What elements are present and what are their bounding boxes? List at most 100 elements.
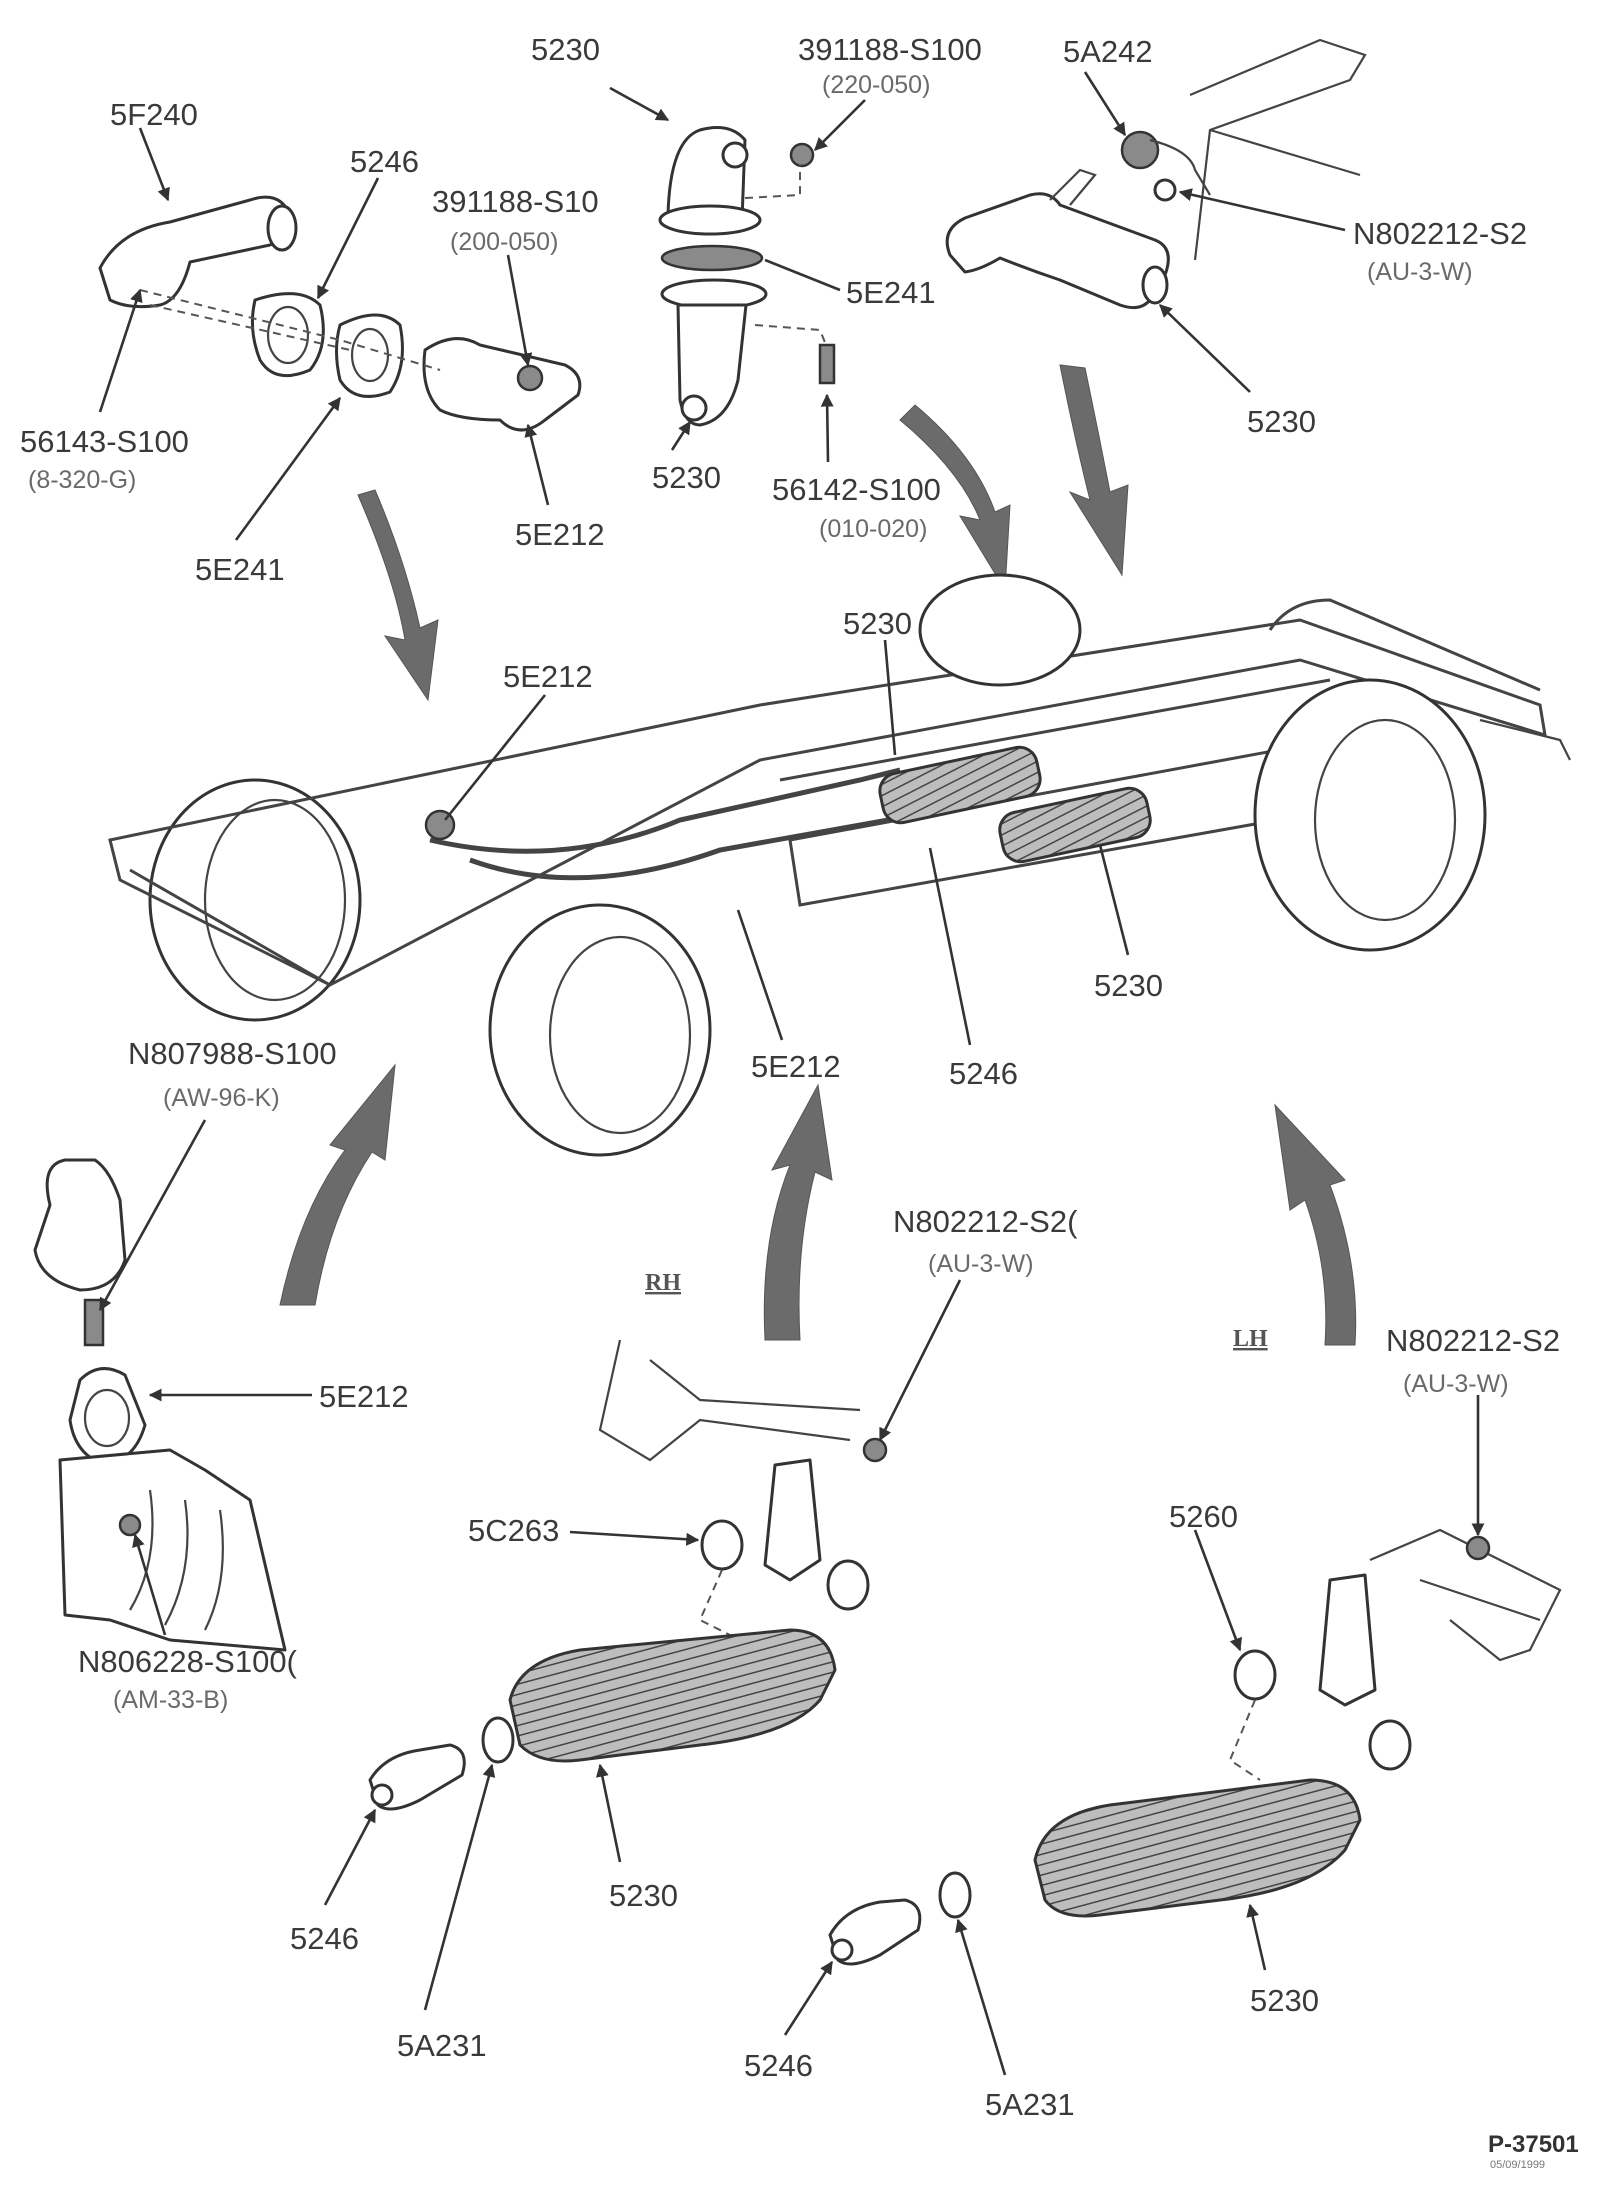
leader-5230-chassis-rear bbox=[883, 639, 897, 756]
nut-n802212-top bbox=[1153, 178, 1177, 202]
spec-aw-96-k: (AW-96-K) bbox=[163, 1084, 280, 1112]
label-5246: 5246 bbox=[350, 144, 419, 179]
leader-5C263 bbox=[569, 1530, 700, 1546]
label-rh-5230: 5230 bbox=[609, 1878, 678, 1913]
wheel-rear-left bbox=[918, 573, 1082, 687]
lh-hanger-bracket bbox=[1318, 1573, 1377, 1707]
label-5F240: 5F240 bbox=[110, 97, 198, 132]
flange-5E212-bottom bbox=[68, 1367, 147, 1467]
lh-frame-bracket bbox=[1369, 1528, 1562, 1662]
chassis-muffler-rear bbox=[878, 745, 1042, 825]
stud-56142 bbox=[818, 343, 836, 385]
label-rh-5246: 5246 bbox=[290, 1921, 359, 1956]
lh-insulator-right bbox=[1368, 1719, 1412, 1771]
gasket-5246 bbox=[250, 292, 325, 378]
arrow-up-left bbox=[279, 1063, 396, 1306]
label-5E241-center: 5E241 bbox=[846, 275, 936, 310]
label-rh-5A231: 5A231 bbox=[397, 2028, 487, 2063]
label-lh-5A231: 5A231 bbox=[985, 2087, 1075, 2122]
manifold-outlet bbox=[33, 1158, 127, 1292]
top-left-pipe-group bbox=[98, 195, 582, 432]
leader-rh-5246 bbox=[323, 1808, 377, 1906]
leader-5E241-center bbox=[764, 258, 841, 292]
rh-clamp-5A231 bbox=[481, 1716, 515, 1764]
leader-5A242 bbox=[1083, 71, 1127, 137]
rh-hanger-bracket bbox=[763, 1458, 822, 1582]
leader-56143 bbox=[98, 288, 143, 413]
vehicle-chassis bbox=[108, 573, 1571, 1157]
arrow-down-center bbox=[899, 404, 1011, 592]
leader-n807988 bbox=[98, 1119, 207, 1312]
leader-5F240 bbox=[138, 127, 170, 202]
label-5A242: 5A242 bbox=[1063, 34, 1153, 69]
label-5E212-top: 5E212 bbox=[515, 517, 605, 552]
label-lh-5246: 5246 bbox=[744, 2048, 813, 2083]
lh-clamp-5A231 bbox=[938, 1871, 972, 1919]
lh-muffler-assembly bbox=[828, 1528, 1562, 1966]
gasket-5E241-center bbox=[660, 244, 764, 272]
leader-391188-s10 bbox=[506, 254, 533, 367]
label-56142-s100: 56142-S100 bbox=[772, 472, 941, 507]
label-56143-s100: 56143-S100 bbox=[20, 424, 189, 459]
label-5260: 5260 bbox=[1169, 1499, 1238, 1534]
chassis-exhaust-pipe-5246 bbox=[429, 767, 901, 854]
pipe-flange-5E212 bbox=[422, 337, 582, 432]
rh-side-label: RH bbox=[645, 1270, 681, 1296]
wheel-rear-right bbox=[1253, 678, 1487, 952]
leader-rh-n802212 bbox=[878, 1279, 962, 1442]
gasket-5E241 bbox=[335, 313, 404, 398]
leader-rh-5230 bbox=[595, 1763, 622, 1863]
lh-side-label: LH bbox=[1233, 1326, 1268, 1352]
label-5230-chassis-side: 5230 bbox=[1094, 968, 1163, 1003]
rh-insulator-right bbox=[826, 1559, 870, 1611]
label-n802212-s2-top: N802212-S2 bbox=[1353, 216, 1527, 251]
label-5230-top-right: 5230 bbox=[1247, 404, 1316, 439]
spec-rh-au-3-w: (AU-3-W) bbox=[928, 1250, 1034, 1278]
leader-5E212-chassis-front bbox=[443, 694, 547, 821]
lh-nut-n802212 bbox=[1465, 1535, 1491, 1561]
label-5E241-left: 5E241 bbox=[195, 552, 285, 587]
frame-bracket bbox=[1189, 38, 1367, 261]
direction-arrows-up bbox=[279, 1063, 1357, 1346]
label-lh-n802212-s2: N802212-S2 bbox=[1386, 1323, 1560, 1358]
spec-au-3-w-top: (AU-3-W) bbox=[1367, 258, 1473, 286]
leader-5230-top bbox=[609, 86, 670, 122]
label-5E212-bottom-left: 5E212 bbox=[319, 1379, 409, 1414]
top-center-pipe-group bbox=[658, 126, 836, 427]
arrow-up-center bbox=[763, 1083, 833, 1341]
arrow-down-left bbox=[357, 489, 439, 702]
label-n807988-s100: N807988-S100 bbox=[128, 1036, 337, 1071]
spec-lh-au-3-w: (AU-3-W) bbox=[1403, 1370, 1509, 1398]
arrow-up-right bbox=[1274, 1103, 1357, 1346]
wheel-front-left bbox=[148, 778, 362, 1022]
chassis-exhaust-pipe-5246-b bbox=[469, 797, 1001, 881]
label-391188-s10: 391188-S10 bbox=[432, 184, 599, 219]
spec-200-050: (200-050) bbox=[450, 228, 558, 256]
figure-date: 05/09/1999 bbox=[1490, 2159, 1545, 2171]
rh-muffler-assembly bbox=[368, 1339, 888, 1811]
label-5E212-chassis-mid: 5E212 bbox=[751, 1049, 841, 1084]
bolt-n807988 bbox=[83, 1298, 105, 1347]
nut-n806228 bbox=[118, 1513, 142, 1537]
rh-pipe-5246 bbox=[368, 1743, 466, 1811]
nut-391188 bbox=[516, 364, 544, 392]
leader-lh-5246 bbox=[783, 1960, 834, 2036]
leader-rh-5A231 bbox=[423, 1763, 496, 2011]
exhaust-pipe-5F240 bbox=[98, 195, 292, 309]
spec-010-020: (010-020) bbox=[819, 515, 927, 543]
label-5E212-chassis-front: 5E212 bbox=[503, 659, 593, 694]
leader-5260 bbox=[1193, 1529, 1242, 1652]
lh-insulator-5260 bbox=[1233, 1649, 1277, 1701]
spec-am-33-b: (AM-33-B) bbox=[113, 1686, 228, 1714]
leader-n806228 bbox=[132, 1533, 167, 1636]
lh-muffler-5230 bbox=[1033, 1778, 1362, 1918]
leader-5E212-chassis-mid bbox=[736, 909, 784, 1041]
converter-shield bbox=[58, 1448, 287, 1652]
label-rh-n802212-s2: N802212-S2( bbox=[893, 1204, 1078, 1239]
figure-id: P-37501 bbox=[1488, 2131, 1579, 2158]
leader-56142 bbox=[820, 393, 834, 463]
hanger-5A242 bbox=[1120, 130, 1160, 170]
flange-upper bbox=[658, 204, 762, 236]
wheel-front-right bbox=[488, 903, 712, 1157]
